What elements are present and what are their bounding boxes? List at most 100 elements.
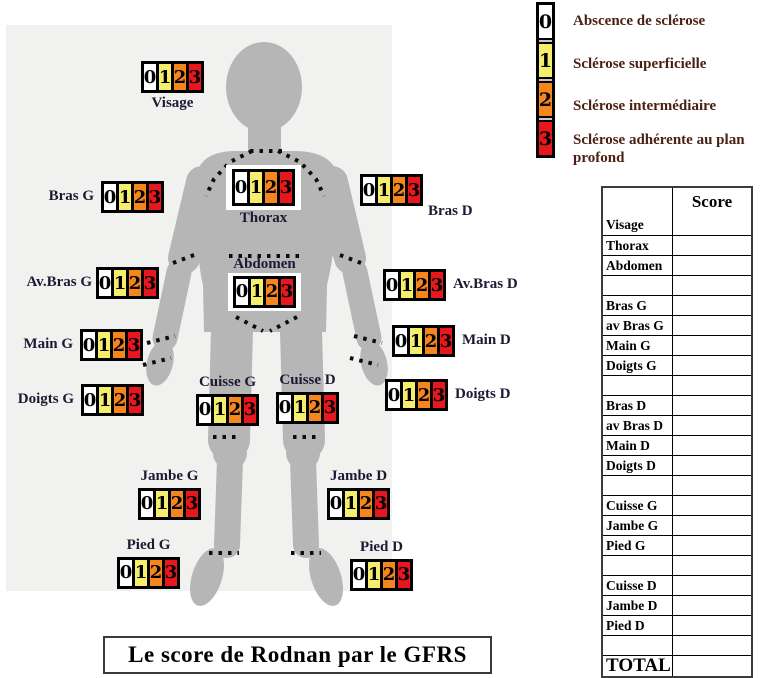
score-cell[interactable] [673,496,751,515]
score-cell[interactable] [673,476,751,495]
score-option-1[interactable]: 1 [114,270,126,296]
score-option-2[interactable]: 2 [114,387,126,413]
score-option-0[interactable]: 0 [104,184,116,210]
score-cell[interactable] [673,416,751,435]
score-cell[interactable] [673,656,751,676]
score-option-2[interactable]: 2 [393,177,405,203]
score-cell[interactable] [673,236,751,255]
score-option-3[interactable]: 3 [165,559,177,586]
part-label: Pied D [360,539,403,555]
score-option-1[interactable]: 1 [156,490,168,517]
score-option-0[interactable]: 0 [144,64,156,90]
score-option-1[interactable]: 1 [345,490,357,517]
score-option-0[interactable]: 0 [141,490,153,517]
score-option-3[interactable]: 3 [408,177,420,203]
score-option-3[interactable]: 3 [129,387,141,413]
score-option-1[interactable]: 1 [250,172,262,203]
score-cell[interactable] [673,456,751,475]
score-option-3[interactable]: 3 [189,64,201,90]
score-option-1[interactable]: 1 [401,272,413,298]
score-cell[interactable] [673,316,751,335]
score-option-0[interactable]: 0 [388,382,400,408]
score-option-3[interactable]: 3 [280,172,292,203]
score-cell[interactable] [673,336,751,355]
score-option-0[interactable]: 0 [235,172,247,203]
score-option-3[interactable]: 3 [128,332,140,358]
score-cell[interactable] [673,576,751,595]
score-option-3[interactable]: 3 [144,270,156,296]
score-option-2[interactable]: 2 [383,561,395,588]
score-option-1[interactable]: 1 [251,278,263,305]
part-label: Bras G [48,188,94,205]
score-option-3[interactable]: 3 [440,328,452,354]
score-cell[interactable] [673,536,751,555]
score-option-0[interactable]: 0 [199,396,211,423]
score-option-2[interactable]: 2 [229,396,241,423]
score-option-0[interactable]: 0 [330,490,342,517]
score-option-1[interactable]: 1 [98,332,110,358]
score-option-3[interactable]: 3 [324,394,336,421]
score-cell[interactable] [673,376,751,395]
score-option-2[interactable]: 2 [134,184,146,210]
score-option-1[interactable]: 1 [135,559,147,586]
score-cell[interactable] [673,556,751,575]
score-cell[interactable] [673,356,751,375]
table-row: Abdomen [603,255,751,275]
score-option-2[interactable]: 2 [174,64,186,90]
score-option-0[interactable]: 0 [386,272,398,298]
score-option-2[interactable]: 2 [425,328,437,354]
score-cell[interactable] [673,436,751,455]
score-option-3[interactable]: 3 [398,561,410,588]
score-option-0[interactable]: 0 [279,394,291,421]
score-option-3[interactable]: 3 [244,396,256,423]
row-label: Doigts G [603,356,673,375]
score-option-3[interactable]: 3 [431,272,443,298]
score-option-3[interactable]: 3 [375,490,387,517]
table-row: av Bras G [603,315,751,335]
score-option-1[interactable]: 1 [214,396,226,423]
score-cell[interactable] [673,596,751,615]
score-option-3[interactable]: 3 [186,490,198,517]
score-option-0[interactable]: 0 [236,278,248,305]
score-option-2[interactable]: 2 [360,490,372,517]
score-option-0[interactable]: 0 [99,270,111,296]
score-cell[interactable] [673,215,751,235]
score-cell[interactable] [673,296,751,315]
score-option-1[interactable]: 1 [119,184,131,210]
score-cell[interactable] [673,276,751,295]
score-option-2[interactable]: 2 [265,172,277,203]
score-option-0[interactable]: 0 [353,561,365,588]
score-cell[interactable] [673,516,751,535]
score-option-2[interactable]: 2 [266,278,278,305]
score-option-0[interactable]: 0 [363,177,375,203]
table-row: TOTAL [603,655,751,676]
score-cell[interactable] [673,616,751,635]
score-option-2[interactable]: 2 [416,272,428,298]
score-cell[interactable] [673,256,751,275]
score-option-2[interactable]: 2 [309,394,321,421]
score-option-1[interactable]: 1 [368,561,380,588]
score-option-1[interactable]: 1 [159,64,171,90]
score-option-0[interactable]: 0 [84,387,96,413]
score-option-2[interactable]: 2 [150,559,162,586]
score-option-1[interactable]: 1 [403,382,415,408]
score-option-3[interactable]: 3 [149,184,161,210]
score-option-2[interactable]: 2 [113,332,125,358]
score-option-2[interactable]: 2 [129,270,141,296]
score-option-0[interactable]: 0 [120,559,132,586]
score-cell[interactable] [673,396,751,415]
score-option-2[interactable]: 2 [418,382,430,408]
score-option-0[interactable]: 0 [83,332,95,358]
score-option-1[interactable]: 1 [378,177,390,203]
score-option-3[interactable]: 3 [433,382,445,408]
score-option-2[interactable]: 2 [171,490,183,517]
score-option-1[interactable]: 1 [99,387,111,413]
score-option-1[interactable]: 1 [294,394,306,421]
score-option-0[interactable]: 0 [395,328,407,354]
score-option-1[interactable]: 1 [410,328,422,354]
score-cell[interactable] [673,636,751,655]
score-option-3[interactable]: 3 [281,278,293,305]
